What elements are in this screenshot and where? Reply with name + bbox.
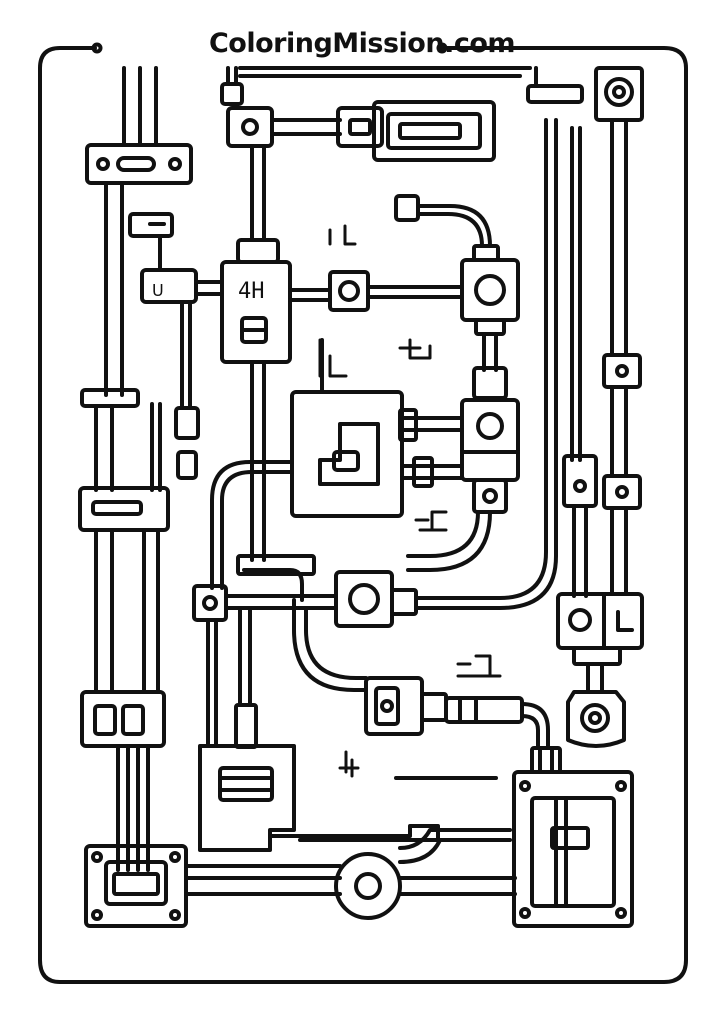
box-glyph: 4H bbox=[238, 279, 265, 304]
left-vertical-bus bbox=[78, 66, 193, 872]
right-column bbox=[526, 66, 644, 748]
bottom-rails bbox=[184, 828, 517, 920]
lower-bus bbox=[192, 118, 558, 747]
middle-device bbox=[292, 598, 562, 774]
site-title: ColoringMission.com bbox=[208, 28, 516, 59]
bottom-left-plate bbox=[84, 844, 188, 928]
middle-large-box bbox=[210, 338, 464, 590]
page-frame bbox=[38, 42, 688, 984]
lower-left-equipment bbox=[198, 703, 440, 852]
clamp-glyph: ᑌ bbox=[152, 281, 164, 300]
bottom-right-device bbox=[512, 770, 634, 928]
central-control-box: 4H bbox=[220, 238, 462, 562]
right-connector bbox=[394, 194, 520, 572]
left-clamp: ᑌ bbox=[128, 212, 224, 480]
top-cable-block bbox=[220, 66, 532, 242]
